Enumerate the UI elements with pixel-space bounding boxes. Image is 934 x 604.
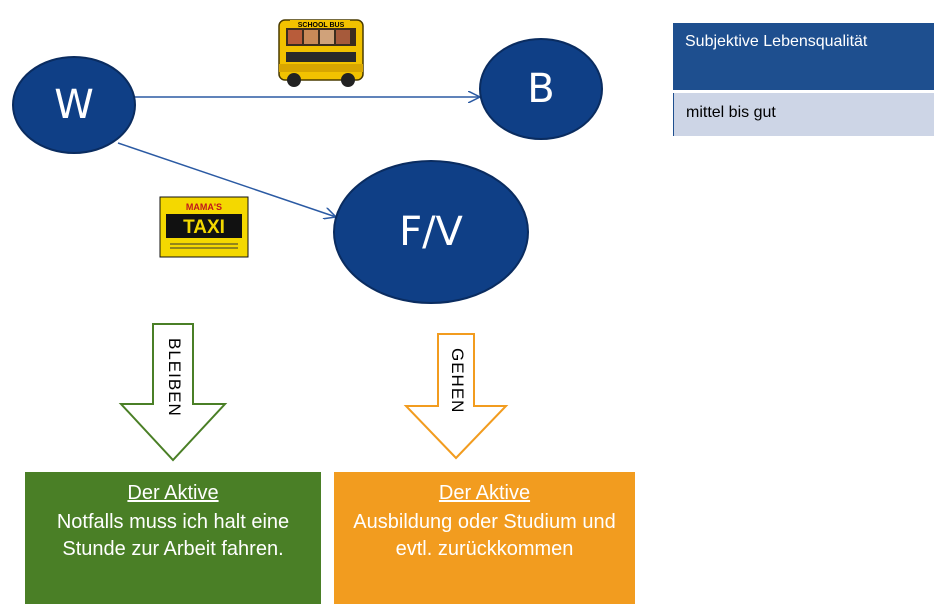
quality-info-header: Subjektive Lebensqualität <box>673 23 934 93</box>
node-fv-label: F/V <box>399 209 463 255</box>
type-box-description: Ausbildung oder Studium und evtl. zurück… <box>353 511 616 560</box>
school-bus-label: SCHOOL BUS <box>298 22 345 29</box>
type-box-bleiben: Der Aktive Notfalls muss ich halt eine S… <box>25 472 321 604</box>
node-b <box>479 38 603 140</box>
type-box-title: Der Aktive <box>438 482 531 504</box>
school-bus-icon <box>278 19 364 87</box>
type-box-title: Der Aktive <box>127 482 219 504</box>
node-fv <box>333 160 529 304</box>
quality-info-box: Subjektive Lebensqualität mittel bis gut <box>673 23 934 139</box>
taxi-sign-top-text: MAMA'S <box>186 202 222 212</box>
taxi-sign-main-text: TAXI <box>183 217 225 238</box>
node-b-label: B <box>527 66 555 112</box>
gehen-down-arrow <box>403 333 509 460</box>
gehen-label: GEHEN <box>448 348 467 414</box>
node-w <box>12 56 136 154</box>
bleiben-label: BLEIBEN <box>165 338 184 417</box>
type-box-gehen: Der Aktive Ausbildung oder Studium und e… <box>334 472 635 604</box>
type-box-description: Notfalls muss ich halt eine Stunde zur A… <box>56 511 290 560</box>
quality-info-value: mittel bis gut <box>673 93 934 136</box>
edge-w-to-fv <box>117 142 336 217</box>
node-w-label: W <box>54 82 94 128</box>
bleiben-down-arrow <box>118 323 228 462</box>
taxi-sign-icon <box>159 196 249 258</box>
